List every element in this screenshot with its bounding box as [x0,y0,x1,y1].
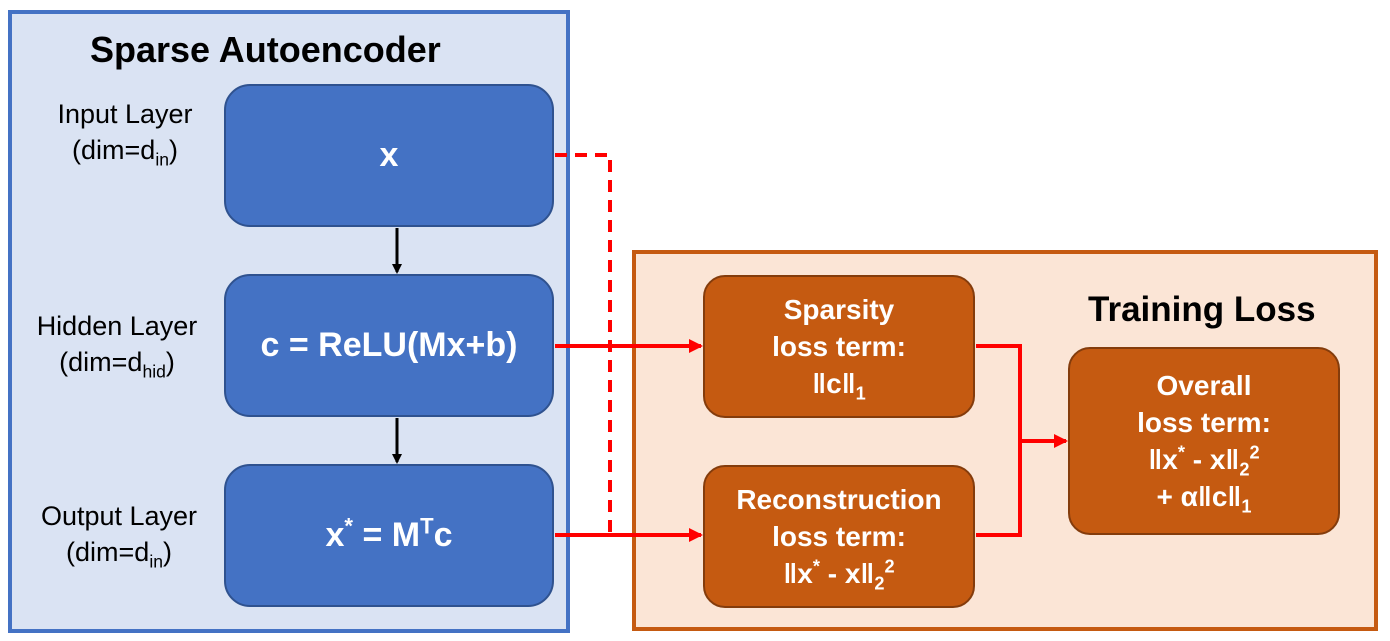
overall-loss-formula: ‖x* - x‖22 [1148,442,1260,480]
sparsity-loss-line1: Sparsity [783,294,895,325]
output-layer-expr: x* = MTc [325,513,453,554]
input-layer-box: x [224,84,554,227]
input-to-reconstruction-dashed-line [555,153,612,535]
overall-loss-line2: loss term: [1137,407,1271,438]
input-layer-label: Input Layer (dim=din) [30,96,220,168]
input-layer-expr: x [379,136,399,174]
output-layer-label: Output Layer (dim=din) [24,498,214,570]
input-layer-name: Input Layer [57,99,193,129]
training-loss-title: Training Loss [1088,290,1316,329]
sparsity-loss-box: Sparsity loss term: ‖c‖1 [703,275,975,418]
output-layer-box: x* = MTc [224,464,554,607]
hidden-layer-expr: c = ReLU(Mx+b) [260,326,518,364]
loss-merge-bracket [976,344,1022,537]
sparsity-loss-formula: ‖c‖1 [812,368,866,404]
reconstruction-loss-line1: Reconstruction [736,484,942,515]
reconstruction-loss-line2: loss term: [772,521,906,552]
output-layer-dim: (dim=din) [66,537,172,572]
sparse-autoencoder-title: Sparse Autoencoder [90,29,441,70]
hidden-layer-label: Hidden Layer (dim=dhid) [22,308,212,380]
reconstruction-loss-box: Reconstruction loss term: ‖x* - x‖22 [703,465,975,608]
hidden-layer-name: Hidden Layer [36,311,198,341]
reconstruction-loss-formula: ‖x* - x‖22 [783,556,895,594]
hidden-layer-box: c = ReLU(Mx+b) [224,274,554,417]
overall-loss-line1: Overall [1156,370,1252,401]
overall-loss-sparsity-term: + α‖c‖1 [1156,481,1252,517]
input-layer-dim: (dim=din) [72,135,178,170]
output-layer-name: Output Layer [40,501,198,531]
overall-loss-box: Overall loss term: ‖x* - x‖22 + α‖c‖1 [1068,347,1340,535]
sparsity-loss-line2: loss term: [772,331,906,362]
hidden-layer-dim: (dim=dhid) [59,347,175,382]
